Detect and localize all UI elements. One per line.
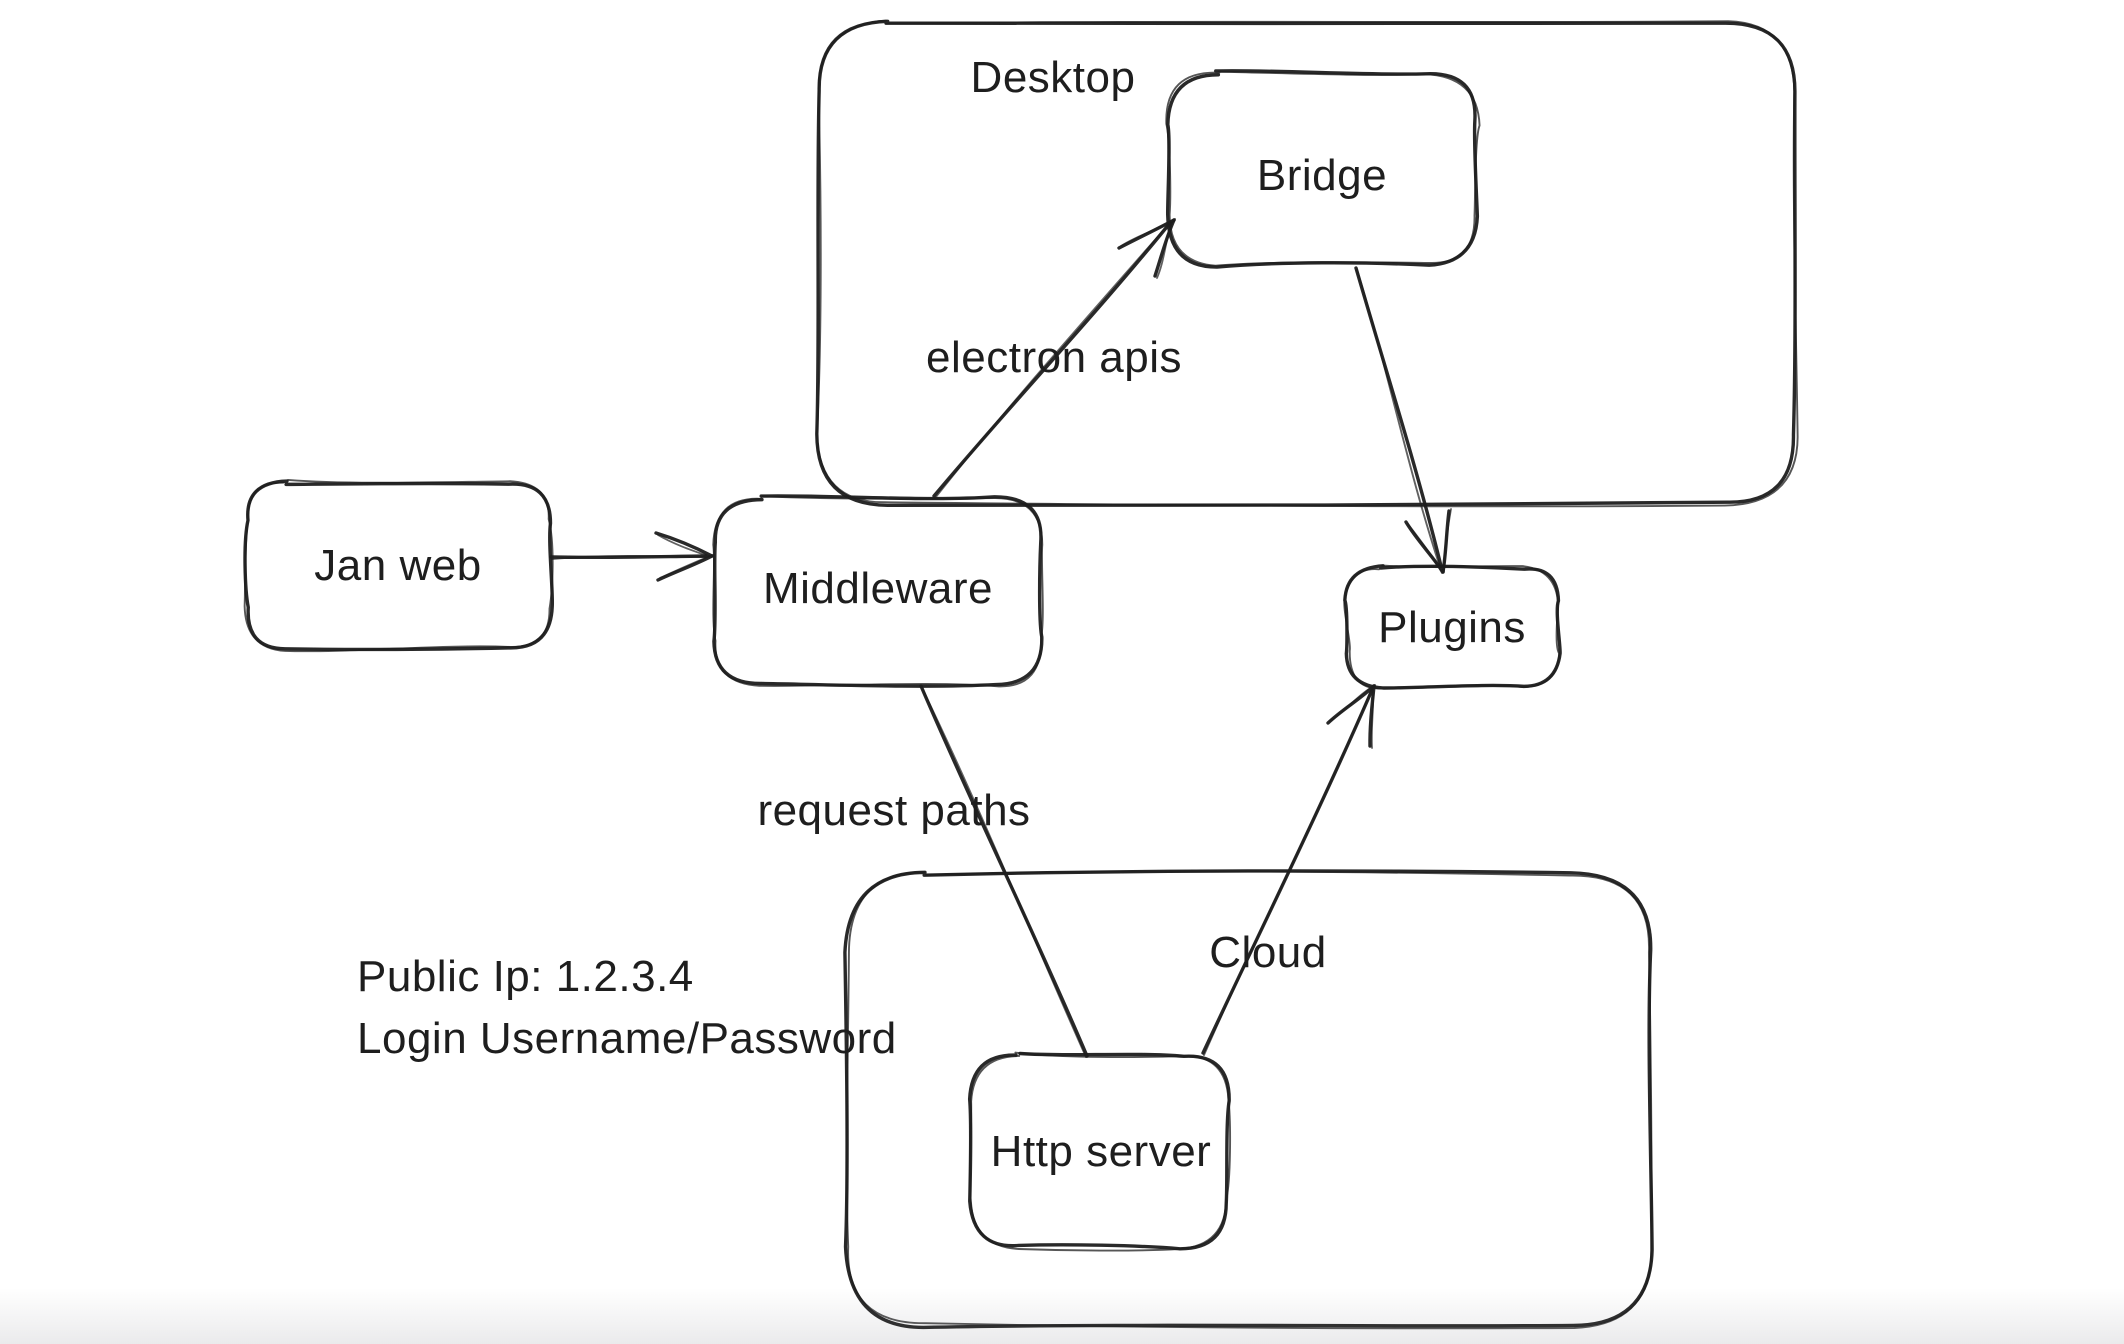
login-text: Login Username/Password [357,1014,897,1063]
arrowhead-into-plugins-bottom-arm-b-echo [1329,684,1376,722]
request-paths-edge-label: request paths [757,786,1031,835]
cloud-container-outline-echo [845,870,1653,1330]
middleware-node-label: Middleware [763,564,993,613]
plugins-node-label: Plugins [1378,603,1526,652]
cloud-container-label: Cloud [1209,928,1327,977]
arrowhead-into-bridge-arm-a-echo [1156,220,1174,279]
electron-apis-edge-label: electron apis [926,333,1182,382]
http-server-node-label: Http server [990,1127,1212,1176]
desktop-container-outline-echo [815,19,1799,508]
desktop-container-label: Desktop [970,53,1136,102]
plugins-node-box-echo [1343,564,1561,690]
arrowhead-into-bridge-arm-b-echo [1120,218,1176,247]
jan-web-node-box-echo [243,479,554,653]
arrowhead-into-plugins-bottom-arm-a-echo [1370,686,1375,749]
arrowhead-into-plugins-top-arm-a-echo [1407,523,1443,574]
arrowhead-into-middleware-arm-b [656,554,714,582]
arrowhead-into-middleware-arm-a [654,531,714,558]
edge-httpserver-to-plugins-echo [1203,690,1372,1056]
edge-janweb-to-middleware-echo [551,554,706,560]
edge-middleware-to-httpserver-echo [921,687,1087,1058]
jan-web-node-label: Jan web [314,541,482,590]
public-ip-text: Public Ip: 1.2.3.4 [357,952,694,1001]
edge-middleware-to-bridge-echo [934,223,1170,499]
arrowhead-into-middleware-arm-b-echo [659,554,714,579]
arrowhead-into-plugins-top-arm-b-echo [1443,508,1452,572]
credentials-annotation: Public Ip: 1.2.3.4 Login Username/Passwo… [357,946,897,1070]
edge-bridge-to-plugins-echo [1356,269,1441,568]
http-server-node-box-echo [968,1051,1232,1252]
desktop-container-outline [815,19,1797,508]
middleware-node-box-echo [712,495,1044,688]
arrowhead-into-middleware-arm-a-echo [657,534,712,558]
bridge-node-label: Bridge [1256,151,1388,200]
middleware-node-box [712,494,1044,688]
bridge-node-box-echo [1165,70,1481,267]
